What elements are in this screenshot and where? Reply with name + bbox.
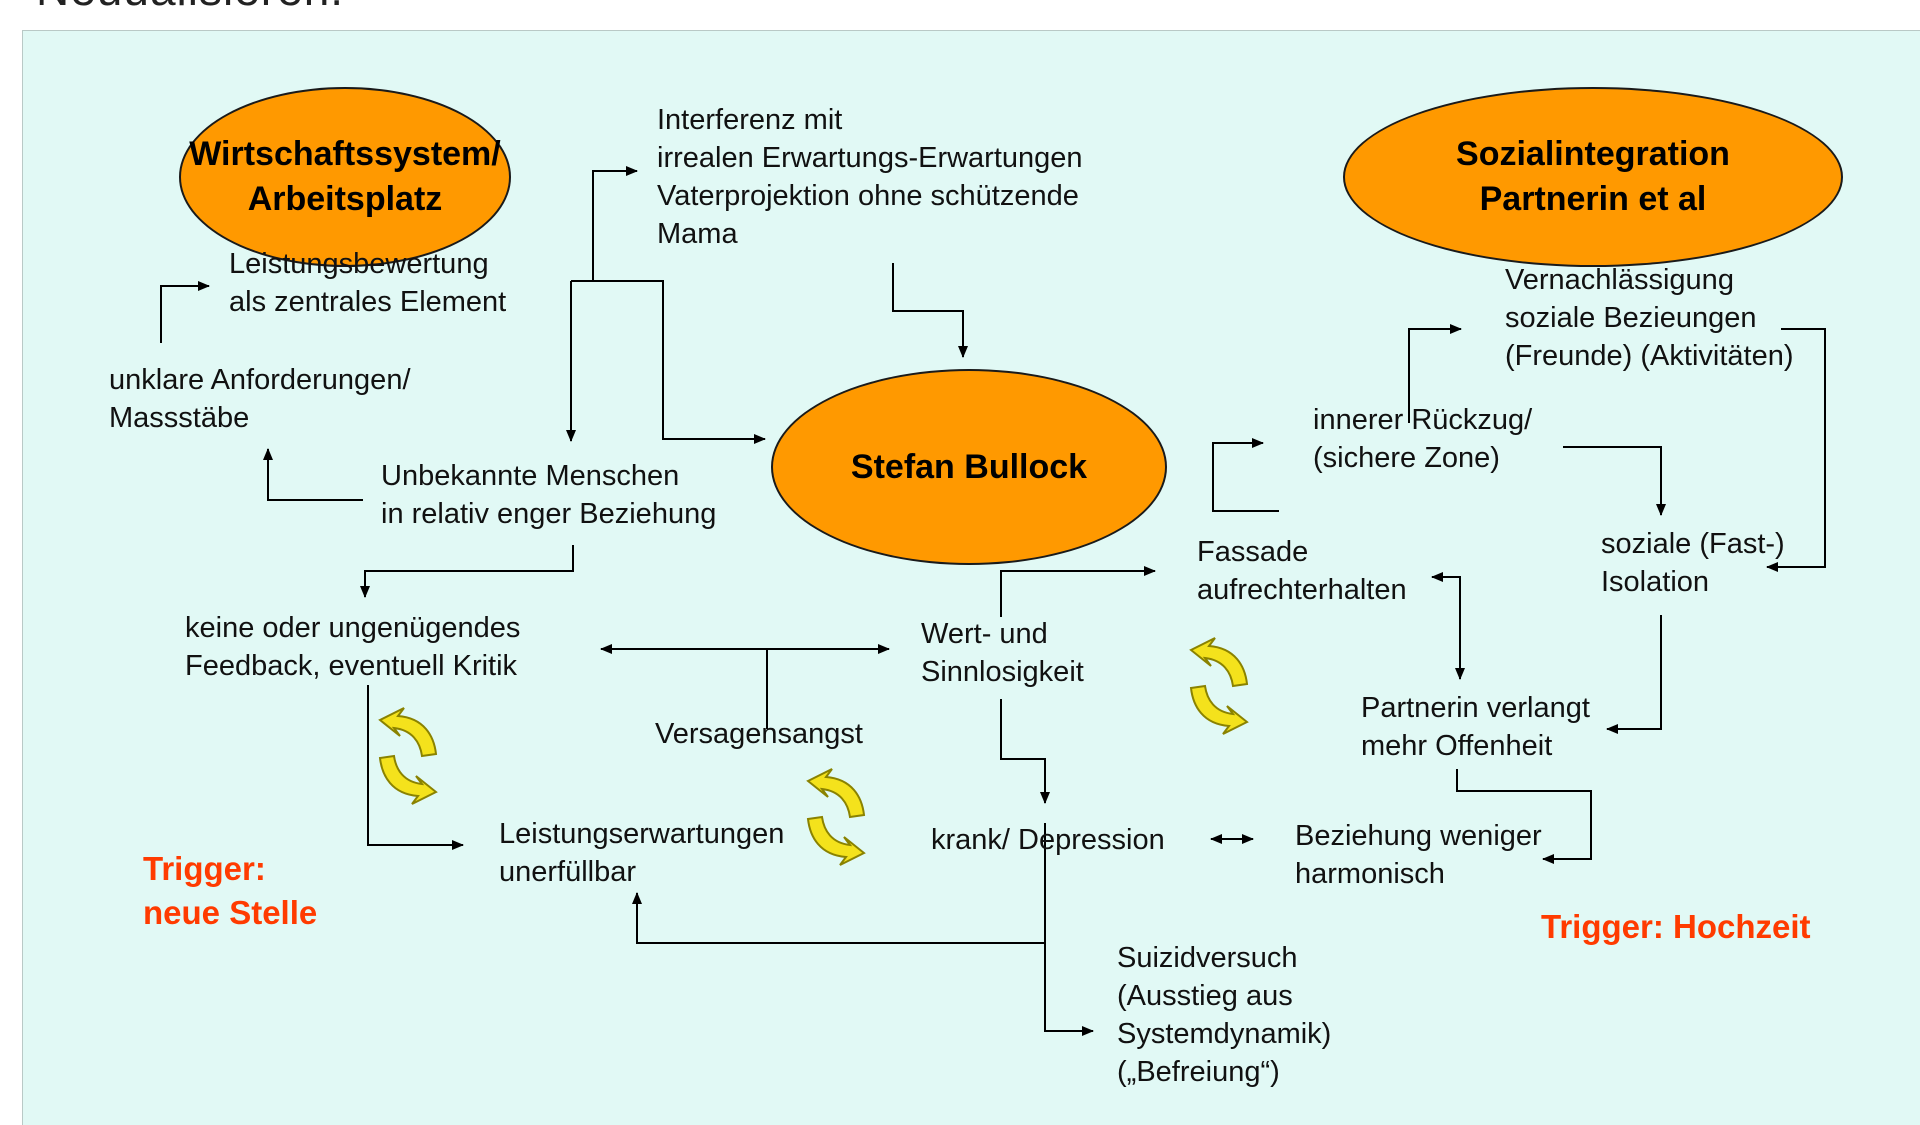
recycle-arrows-icon <box>379 707 437 805</box>
node-stefan-bullock: Stefan Bullock <box>771 369 1167 565</box>
node-leistungsbewertung: Leistungsbewertung als zentrales Element <box>229 248 507 318</box>
node-leistungserwartungen: Leistungserwartungen unerfüllbar <box>499 818 785 888</box>
connector <box>160 281 210 343</box>
node-soziale-isolation: soziale (Fast-) Isolation <box>1601 528 1785 598</box>
node-partnerin-offenheit: Partnerin verlangt mehr Offenheit <box>1361 692 1590 762</box>
connector <box>1212 438 1279 512</box>
node-innerer-rueckzug: innerer Rückzug/ (sichere Zone) <box>1313 404 1533 474</box>
connector <box>1044 823 1094 1036</box>
trigger-neue-stelle: Trigger: neue Stelle <box>143 850 318 931</box>
connector <box>1408 324 1462 423</box>
node-beziehung-harmonisch: Beziehung weniger harmonisch <box>1295 820 1542 890</box>
connector <box>263 448 363 501</box>
node-vernachlaessigung: Vernachlässigung soziale Bezieungen (Fre… <box>1505 264 1794 372</box>
node-suizidversuch: Suizidversuch (Ausstieg aus Systemdynami… <box>1117 942 1332 1088</box>
connector <box>1606 615 1662 734</box>
trigger-hochzeit: Trigger: Hochzeit <box>1541 908 1811 945</box>
node-versagensangst: Versagensangst <box>655 718 863 750</box>
recycle-arrows-icon <box>1190 637 1248 735</box>
node-sozialintegration: Sozialintegration Partnerin et al <box>1343 87 1843 267</box>
node-fassade: Fassade aufrechterhalten <box>1197 536 1407 606</box>
connector <box>892 263 968 358</box>
connector-layer <box>160 166 1826 1036</box>
node-krank-depression: krank/ Depression <box>931 824 1165 856</box>
diagram-canvas: Wirtschaftssystem/ Arbeitsplatz Sozialin… <box>22 30 1920 1125</box>
connector <box>1431 572 1465 680</box>
slide-title-fragment: Neuualisieren: <box>36 0 344 16</box>
connector <box>1766 328 1826 572</box>
node-unklare-anforderungen: unklare Anforderungen/ Massstäbe <box>109 364 411 434</box>
connector <box>1456 769 1592 864</box>
connector <box>1000 699 1050 804</box>
connector <box>571 280 766 444</box>
connector <box>632 892 1045 944</box>
node-feedback: keine oder ungenügendes Feedback, eventu… <box>185 612 521 682</box>
connector <box>360 545 574 598</box>
connector <box>367 685 464 850</box>
connector <box>592 166 638 281</box>
node-unbekannte-menschen: Unbekannte Menschen in relativ enger Bez… <box>381 460 717 530</box>
connector <box>1000 566 1156 617</box>
recycle-arrows-icon <box>807 768 865 866</box>
node-interferenz: Interferenz mit irrealen Erwartungs-Erwa… <box>657 104 1083 250</box>
connector <box>1563 446 1666 516</box>
node-wert-sinnlosigkeit: Wert- und Sinnlosigkeit <box>921 618 1084 688</box>
node-wirtschaftssystem: Wirtschaftssystem/ Arbeitsplatz <box>179 87 511 267</box>
